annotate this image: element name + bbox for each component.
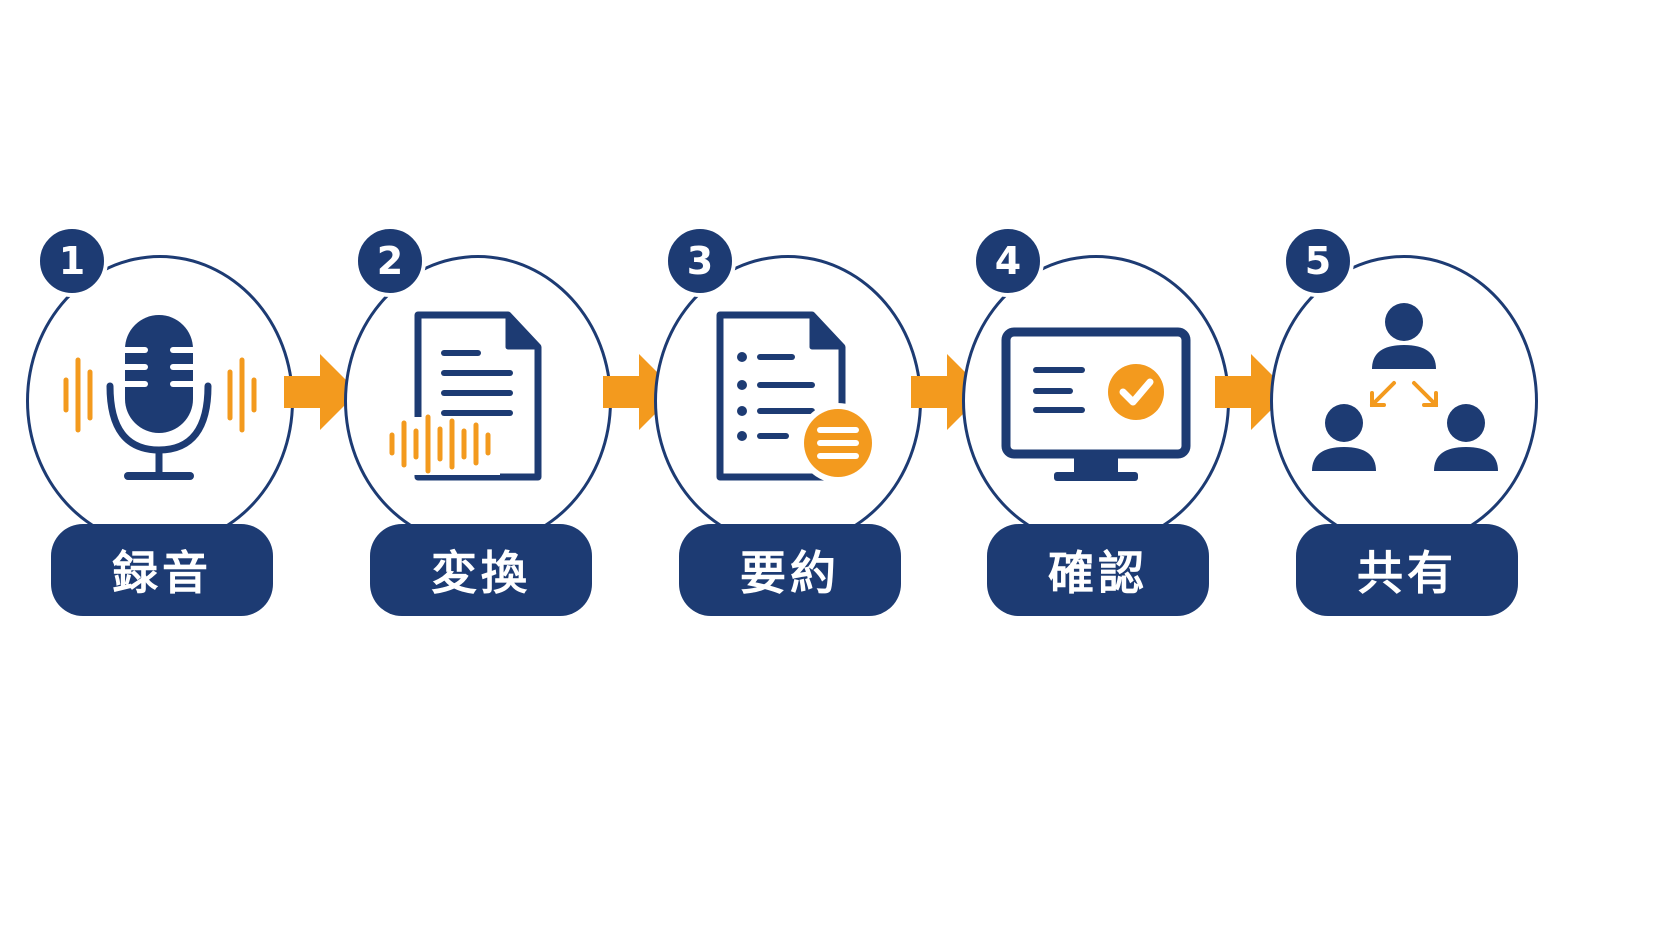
arrow-right-icon: [1215, 354, 1289, 430]
step-label: 録音: [51, 524, 273, 616]
step-label: 変換: [370, 524, 592, 616]
step-label: 共有: [1296, 524, 1518, 616]
step-label: 確認: [987, 524, 1209, 616]
microphone-icon: [63, 315, 257, 480]
arrow-right-icon: [911, 354, 985, 430]
arrow-right-icon: [284, 354, 358, 430]
document-summary-icon: [716, 311, 878, 483]
step-number-badge: 1: [36, 225, 108, 297]
monitor-check-icon: [1001, 327, 1191, 481]
step-number-badge: 2: [354, 225, 426, 297]
step-number-badge: 4: [972, 225, 1044, 297]
document-waveform-icon: [386, 311, 542, 481]
arrow-right-icon: [603, 354, 677, 430]
people-share-icon: [1312, 303, 1498, 471]
step-number-badge: 5: [1282, 225, 1354, 297]
step-label: 要約: [679, 524, 901, 616]
step-number-badge: 3: [664, 225, 736, 297]
